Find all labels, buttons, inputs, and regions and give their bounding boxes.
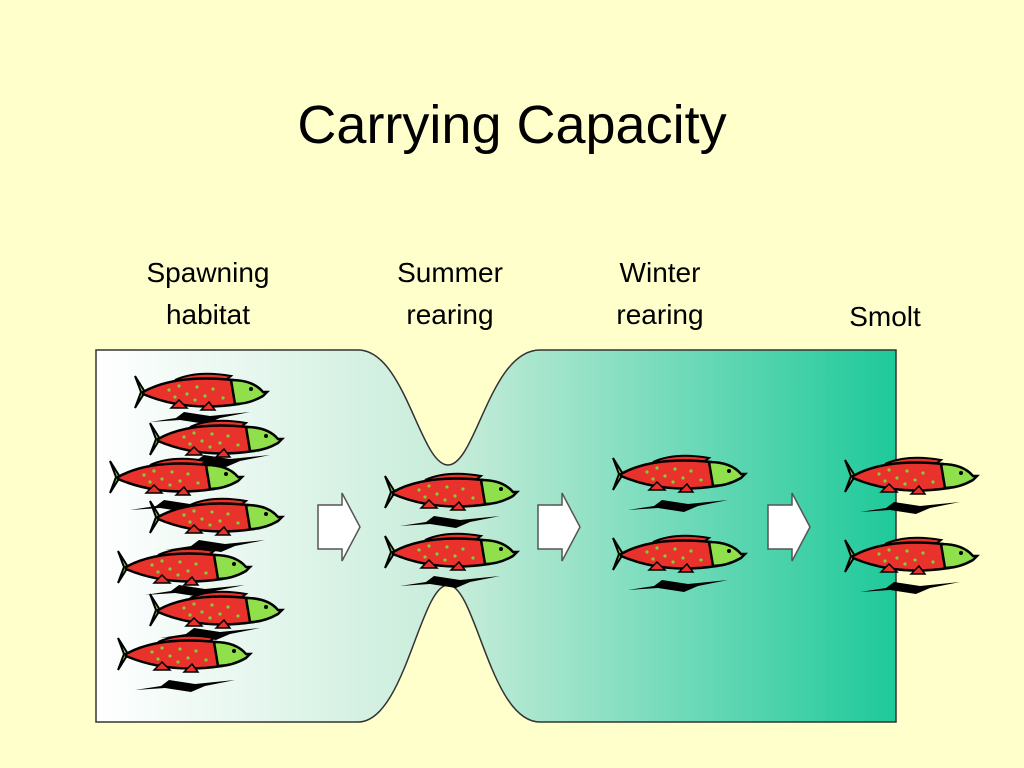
stage-label-line: rearing: [616, 299, 704, 330]
stage-label-line: rearing: [406, 299, 494, 330]
stage-label-summer: Summer rearing: [360, 252, 540, 336]
habitat-shape: [95, 349, 897, 723]
stage-label-line: habitat: [165, 299, 251, 330]
stage-label-line: Summer: [397, 257, 503, 288]
stage-label-spawning: Spawning habitat: [108, 252, 308, 336]
stage-label-line: Smolt: [849, 301, 921, 332]
slide-title: Carrying Capacity: [297, 95, 727, 155]
stage-label-line: Spawning: [146, 257, 270, 288]
stage-label-line: Winter: [619, 257, 701, 288]
stage-label-smolt: Smolt: [800, 296, 970, 338]
stage-label-winter: Winter rearing: [570, 252, 750, 336]
